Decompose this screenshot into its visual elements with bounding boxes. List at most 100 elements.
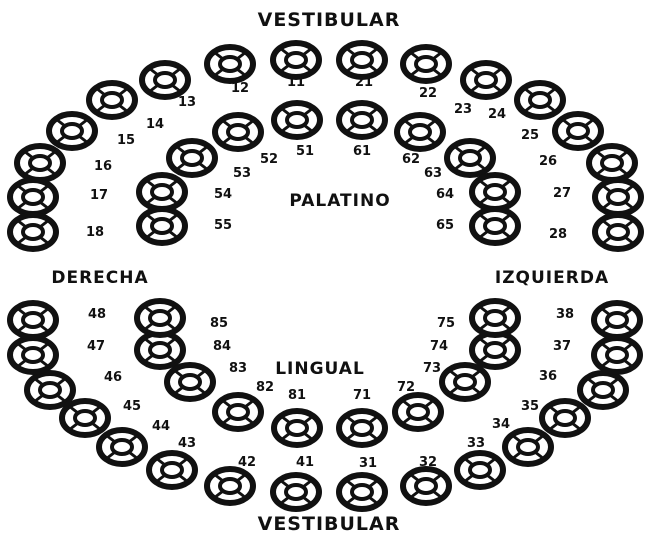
tooth-85[interactable] <box>137 301 183 335</box>
tooth-74[interactable] <box>472 333 518 367</box>
tooth-number-25: 25 <box>521 128 539 143</box>
tooth-number-44: 44 <box>152 419 170 434</box>
tooth-41[interactable] <box>273 475 319 509</box>
tooth-16[interactable] <box>17 146 63 180</box>
tooth-72[interactable] <box>395 395 441 429</box>
tooth-number-11: 11 <box>287 75 305 90</box>
tooth-number-35: 35 <box>521 399 539 414</box>
tooth-number-83: 83 <box>229 361 247 376</box>
tooth-26[interactable] <box>589 146 635 180</box>
tooth-25[interactable] <box>555 114 601 148</box>
tooth-46[interactable] <box>27 373 73 407</box>
tooth-75[interactable] <box>472 301 518 335</box>
tooth-number-41: 41 <box>296 455 314 470</box>
tooth-83[interactable] <box>167 365 213 399</box>
tooth-number-61: 61 <box>353 144 371 159</box>
tooth-36[interactable] <box>580 373 626 407</box>
tooth-55[interactable] <box>139 209 185 243</box>
tooth-22[interactable] <box>403 47 449 81</box>
tooth-number-32: 32 <box>419 455 437 470</box>
tooth-number-63: 63 <box>424 166 442 181</box>
tooth-44[interactable] <box>99 430 145 464</box>
tooth-27[interactable] <box>595 180 641 214</box>
tooth-number-31: 31 <box>359 456 377 471</box>
tooth-number-24: 24 <box>488 107 506 122</box>
tooth-number-27: 27 <box>553 186 571 201</box>
tooth-number-37: 37 <box>553 339 571 354</box>
tooth-number-33: 33 <box>467 436 485 451</box>
tooth-11[interactable] <box>273 43 319 77</box>
tooth-47[interactable] <box>10 338 56 372</box>
tooth-34[interactable] <box>505 430 551 464</box>
tooth-38[interactable] <box>594 303 640 337</box>
tooth-37[interactable] <box>594 338 640 372</box>
label-izquierda: IZQUIERDA <box>495 268 609 288</box>
tooth-15[interactable] <box>49 114 95 148</box>
tooth-number-75: 75 <box>437 316 455 331</box>
tooth-number-28: 28 <box>549 227 567 242</box>
tooth-number-26: 26 <box>539 154 557 169</box>
tooth-61[interactable] <box>339 103 385 137</box>
tooth-32[interactable] <box>403 469 449 503</box>
tooth-23[interactable] <box>463 63 509 97</box>
tooth-number-18: 18 <box>86 225 104 240</box>
tooth-number-52: 52 <box>260 152 278 167</box>
tooth-number-65: 65 <box>436 218 454 233</box>
tooth-number-14: 14 <box>146 117 164 132</box>
tooth-51[interactable] <box>274 103 320 137</box>
tooth-number-36: 36 <box>539 369 557 384</box>
tooth-number-45: 45 <box>123 399 141 414</box>
tooth-54[interactable] <box>139 175 185 209</box>
label-vestibular-top: VESTIBULAR <box>258 9 401 31</box>
tooth-number-16: 16 <box>94 159 112 174</box>
tooth-number-72: 72 <box>397 380 415 395</box>
tooth-number-74: 74 <box>430 339 448 354</box>
tooth-65[interactable] <box>472 209 518 243</box>
tooth-21[interactable] <box>339 43 385 77</box>
tooth-number-22: 22 <box>419 86 437 101</box>
tooth-number-43: 43 <box>178 436 196 451</box>
tooth-82[interactable] <box>215 395 261 429</box>
label-vestibular-bottom: VESTIBULAR <box>258 513 401 535</box>
tooth-24[interactable] <box>517 83 563 117</box>
label-palatino: PALATINO <box>289 191 390 211</box>
tooth-12[interactable] <box>207 47 253 81</box>
tooth-14[interactable] <box>89 83 135 117</box>
tooth-number-62: 62 <box>402 152 420 167</box>
tooth-number-85: 85 <box>210 316 228 331</box>
tooth-35[interactable] <box>542 401 588 435</box>
tooth-17[interactable] <box>10 180 56 214</box>
tooth-71[interactable] <box>339 411 385 445</box>
tooth-48[interactable] <box>10 303 56 337</box>
tooth-number-17: 17 <box>90 188 108 203</box>
tooth-52[interactable] <box>215 115 261 149</box>
tooth-number-64: 64 <box>436 187 454 202</box>
tooth-81[interactable] <box>274 411 320 445</box>
tooth-18[interactable] <box>10 215 56 249</box>
tooth-73[interactable] <box>442 365 488 399</box>
tooth-number-51: 51 <box>296 144 314 159</box>
tooth-13[interactable] <box>142 63 188 97</box>
tooth-84[interactable] <box>137 333 183 367</box>
tooth-45[interactable] <box>62 401 108 435</box>
tooth-33[interactable] <box>457 453 503 487</box>
tooth-31[interactable] <box>339 475 385 509</box>
tooth-number-13: 13 <box>178 95 196 110</box>
tooth-number-53: 53 <box>233 166 251 181</box>
tooth-number-46: 46 <box>104 370 122 385</box>
tooth-number-73: 73 <box>423 361 441 376</box>
tooth-64[interactable] <box>472 175 518 209</box>
tooth-number-23: 23 <box>454 102 472 117</box>
tooth-28[interactable] <box>595 215 641 249</box>
tooth-63[interactable] <box>447 141 493 175</box>
tooth-number-48: 48 <box>88 307 106 322</box>
tooth-43[interactable] <box>149 453 195 487</box>
tooth-53[interactable] <box>169 141 215 175</box>
tooth-number-81: 81 <box>288 388 306 403</box>
tooth-42[interactable] <box>207 469 253 503</box>
tooth-number-12: 12 <box>231 81 249 96</box>
tooth-62[interactable] <box>397 115 443 149</box>
tooth-number-38: 38 <box>556 307 574 322</box>
tooth-number-71: 71 <box>353 388 371 403</box>
tooth-number-15: 15 <box>117 133 135 148</box>
